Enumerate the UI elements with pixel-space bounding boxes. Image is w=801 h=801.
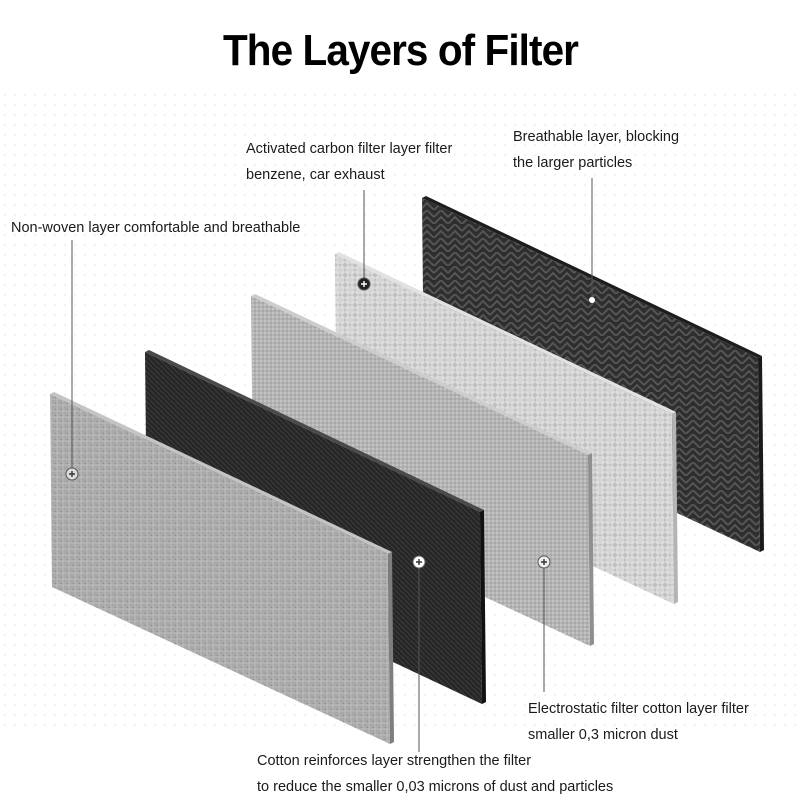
marker-electrostatic: [537, 555, 551, 569]
diagram-title: The Layers of Filter: [222, 26, 579, 75]
label-activated-carbon-line1: Activated carbon filter layer filter: [246, 141, 453, 157]
label-electrostatic-line1: Electrostatic filter cotton layer filter: [528, 701, 749, 717]
marker-activated-carbon: [357, 277, 371, 291]
label-activated-carbon-line2: benzene, car exhaust: [246, 167, 385, 183]
electrostatic-cotton-layer: [251, 294, 594, 646]
label-cotton-line2: to reduce the smaller 0,03 microns of du…: [257, 779, 614, 795]
label-breathable-line1: Breathable layer, blocking: [513, 129, 680, 145]
marker-breathable: [589, 297, 595, 303]
non-woven-layer: [50, 392, 394, 744]
label-cotton-line1: Cotton reinforces layer strengthen the f…: [257, 753, 532, 769]
label-non-woven: Non-woven layer comfortable and breathab…: [11, 220, 301, 236]
marker-non-woven: [65, 467, 79, 481]
marker-cotton: [412, 555, 426, 569]
label-electrostatic-line2: smaller 0,3 micron dust: [528, 727, 678, 743]
label-breathable-line2: the larger particles: [513, 155, 633, 171]
